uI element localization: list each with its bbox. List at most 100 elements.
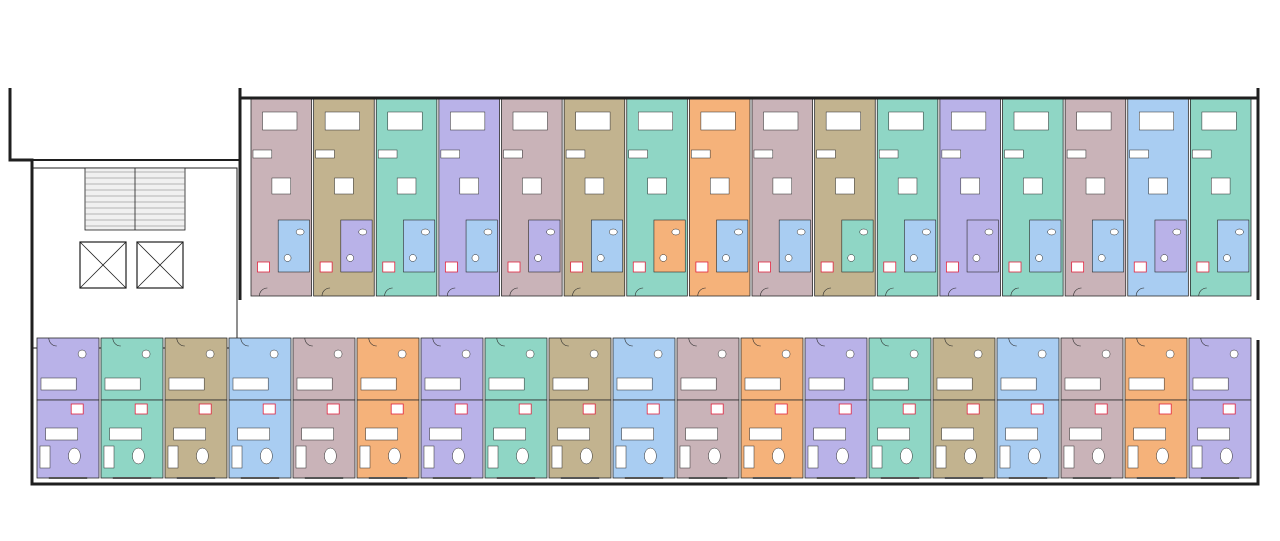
bed [557, 427, 590, 441]
area-tag [945, 261, 959, 273]
kitchen-counter [1004, 149, 1024, 159]
apartment-north [563, 97, 626, 297]
sofa [450, 111, 486, 131]
apartment-south [484, 337, 548, 479]
toilet [909, 349, 919, 359]
toilet [1037, 349, 1047, 359]
bathroom [403, 219, 436, 273]
sofa [262, 111, 298, 131]
apartment-north [1127, 97, 1189, 297]
area-tag [518, 403, 532, 415]
wardrobe [167, 445, 179, 469]
door-swing [560, 337, 569, 347]
area-tag [444, 261, 458, 273]
apartment-south [612, 337, 676, 479]
kitchen-counter [252, 149, 273, 159]
bed [1197, 427, 1230, 441]
table [964, 447, 977, 465]
door-swing [760, 287, 769, 297]
bathroom [1029, 219, 1062, 273]
sink [608, 228, 618, 236]
door-swing [112, 337, 121, 347]
area-tag [319, 261, 333, 273]
area-tag [1071, 261, 1085, 273]
wardrobe [103, 445, 115, 469]
bed [877, 427, 910, 441]
wardrobe [487, 445, 499, 469]
area-tag [70, 403, 84, 415]
bed [45, 427, 78, 441]
sofa [512, 111, 548, 131]
area-tag [507, 261, 521, 273]
sink [1235, 228, 1244, 236]
toilet [1101, 349, 1111, 359]
bathroom [277, 219, 310, 273]
door-swing [1136, 337, 1145, 347]
bed [429, 427, 462, 441]
door-swing [368, 337, 377, 347]
toilet [397, 349, 407, 359]
table [196, 447, 209, 465]
sink [1109, 228, 1119, 236]
bathroom [340, 219, 373, 273]
sink [421, 228, 430, 236]
toilet [205, 349, 215, 359]
bathroom [841, 219, 874, 273]
bed [1069, 427, 1102, 441]
kitchen-counter [628, 149, 648, 159]
toilet [346, 254, 354, 262]
table [644, 447, 657, 465]
door-swing [432, 337, 441, 347]
wardrobe [743, 445, 755, 469]
door-swing [1008, 337, 1017, 347]
bathroom [465, 219, 498, 273]
toilet [781, 349, 791, 359]
kitchen-counter [1192, 149, 1212, 159]
sink [796, 228, 806, 236]
toilet [659, 254, 668, 262]
kitchen-counter [503, 149, 523, 159]
bed [301, 427, 334, 441]
table [452, 447, 465, 465]
dining-table [647, 177, 667, 195]
toilet [471, 254, 480, 262]
door-swing [1135, 287, 1145, 297]
wardrobe [935, 445, 947, 469]
apartment-south [228, 337, 292, 479]
bathtub [552, 377, 589, 391]
bathroom [356, 337, 420, 401]
bed [1005, 427, 1038, 441]
door-swing [259, 287, 268, 297]
outer-walls [8, 88, 1260, 486]
apartment-south [868, 337, 932, 479]
toilet [1160, 254, 1169, 262]
apartment-south [420, 337, 484, 479]
area-tag [326, 403, 340, 415]
door-swing [697, 287, 706, 297]
bathroom [1092, 219, 1124, 273]
apartment-north [1189, 97, 1252, 297]
door-swing [496, 337, 505, 347]
kitchen-counter [753, 149, 774, 159]
bathroom [484, 337, 548, 401]
dining-table [459, 177, 479, 195]
dining-table [396, 177, 417, 195]
bathtub [936, 377, 973, 391]
table [1220, 447, 1233, 465]
door-swing [885, 287, 894, 297]
toilet [283, 254, 292, 262]
apartment-north [876, 97, 939, 297]
sink [984, 228, 994, 236]
apartment-north [1002, 97, 1064, 297]
bathroom [292, 337, 356, 401]
bathroom [591, 219, 623, 273]
sofa [638, 111, 673, 131]
apartment-north [626, 97, 688, 297]
wardrobe [231, 445, 243, 469]
north-apartments [250, 97, 1252, 297]
dining-table [334, 177, 354, 195]
door-swing [1010, 287, 1019, 297]
apartment-north [313, 97, 375, 297]
bathtub [616, 377, 653, 391]
bathroom [804, 337, 868, 401]
